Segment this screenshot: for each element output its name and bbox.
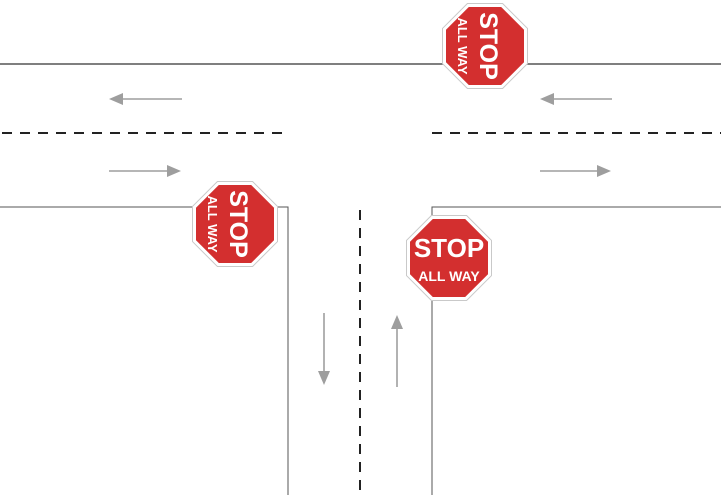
left-arrow-west (109, 93, 182, 105)
stop-sign-left: STOP ALL WAY (192, 181, 278, 267)
left-arrow-east (540, 93, 612, 105)
stop-sign-left-line2: ALL WAY (205, 195, 220, 252)
road-bottom-left-edge (0, 206, 289, 495)
stop-sign-right: STOP ALL WAY (406, 215, 492, 301)
stop-sign-right-line2: ALL WAY (418, 268, 480, 284)
stop-sign-right-line1: STOP (414, 233, 484, 263)
stop-sign-top: STOP ALL WAY (442, 3, 528, 89)
right-arrow-west (109, 165, 181, 177)
road-bottom-right-edge (431, 206, 721, 495)
stop-sign-top-line1: STOP (474, 12, 502, 80)
stop-sign-top-line2: ALL WAY (455, 17, 470, 74)
stop-sign-left-line1: STOP (224, 190, 252, 258)
right-arrow-east (540, 165, 611, 177)
down-arrow (318, 313, 330, 385)
up-arrow (391, 315, 403, 387)
